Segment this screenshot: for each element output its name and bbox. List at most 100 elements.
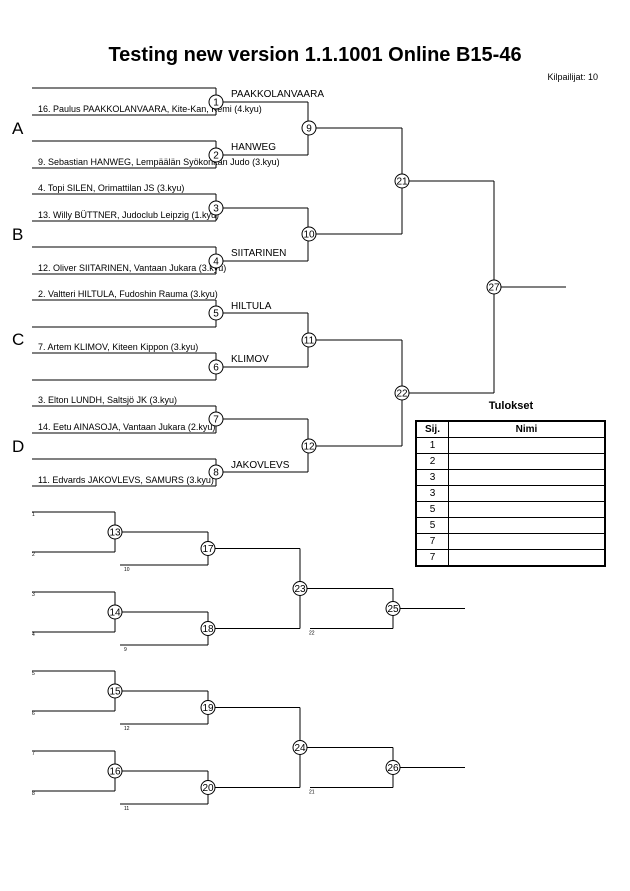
results-row: 1: [415, 437, 606, 454]
match-circle: [200, 780, 216, 795]
match-number: 7: [213, 415, 219, 426]
repechage-seed-label: 7: [32, 751, 35, 757]
match-number: 20: [202, 783, 214, 794]
match-circle: [107, 763, 123, 779]
competitor-name: 7. Artem KLIMOV, Kiteen Kippon (3.kyu): [38, 342, 198, 352]
winner-name: SIITARINEN: [231, 248, 286, 259]
result-rank: 2: [415, 453, 449, 470]
results-row: 3: [415, 485, 606, 502]
repechage-seed-label: 8: [32, 791, 35, 797]
competitor-name: 13. Willy BÜTTNER, Judoclub Leipzig (1.k…: [38, 210, 219, 220]
match-circle: [107, 524, 123, 540]
competitor-name: 3. Elton LUNDH, Saltsjö JK (3.kyu): [38, 395, 177, 405]
match-circle: [208, 94, 224, 110]
match-number: 4: [213, 257, 219, 268]
repechage-seed-label: 1: [32, 512, 35, 518]
pool-label-d: D: [12, 437, 24, 456]
pool-label-b: B: [12, 225, 23, 244]
match-number: 12: [303, 442, 315, 453]
match-number: 2: [213, 151, 219, 162]
match-circle: [292, 581, 308, 596]
match-circle: [107, 683, 123, 699]
match-number: 1: [213, 98, 219, 109]
result-rank: 5: [415, 501, 449, 518]
pool-label-a: A: [12, 119, 24, 138]
results-row: 3: [415, 469, 606, 486]
winner-name: PAAKKOLANVAARA: [231, 89, 324, 100]
match-number: 10: [303, 230, 315, 241]
match-circle: [208, 411, 224, 427]
match-circle: [486, 279, 502, 295]
match-number: 25: [387, 604, 399, 615]
match-circle: [394, 385, 410, 401]
results-header-row: Sij. Nimi: [415, 420, 606, 438]
repechage-seed-label: 12: [124, 726, 130, 732]
match-number: 11: [304, 336, 315, 347]
match-circle: [301, 332, 317, 348]
match-circle: [200, 541, 216, 556]
match-circle: [208, 253, 224, 269]
match-number: 8: [213, 468, 219, 479]
match-number: 14: [109, 608, 121, 619]
results-table: Sij. Nimi 1 2 3 3 5 5 7 7: [415, 420, 606, 567]
repechage-seed-label: 10: [124, 567, 130, 573]
match-circle: [208, 200, 224, 216]
result-name: [448, 437, 606, 454]
match-number: 6: [213, 363, 219, 374]
match-number: 16: [109, 767, 121, 778]
page-title: Testing new version 1.1.1001 Online B15-…: [108, 44, 522, 66]
result-rank: 5: [415, 517, 449, 534]
match-number: 9: [306, 124, 312, 135]
winner-name: JAKOVLEVS: [231, 460, 290, 471]
results-row: 5: [415, 501, 606, 518]
match-number: 23: [294, 584, 306, 595]
result-name: [448, 453, 606, 470]
result-name: [448, 485, 606, 502]
competitor-name: 16. Paulus PAAKKOLANVAARA, Kite-Kan, Kem…: [38, 104, 262, 114]
match-number: 17: [202, 544, 214, 555]
result-rank: 3: [415, 469, 449, 486]
match-circle: [301, 226, 317, 242]
competitor-name: 12. Oliver SIITARINEN, Vantaan Jukara (3…: [38, 263, 226, 273]
match-circle: [301, 120, 317, 136]
match-circle: [385, 760, 401, 775]
results-col-name: Nimi: [448, 420, 606, 438]
repechage-seed-label: 2: [32, 552, 35, 558]
competitor-name: 11. Edvards JAKOVLEVS, SAMURS (3.kyu): [38, 475, 214, 485]
results-row: 7: [415, 549, 606, 567]
result-name: [448, 501, 606, 518]
match-circle: [208, 464, 224, 480]
repechage-seed-label: 22: [309, 631, 315, 637]
match-circle: [200, 700, 216, 715]
winner-name: HANWEG: [231, 142, 276, 153]
match-number: 22: [396, 389, 408, 400]
result-name: [448, 469, 606, 486]
results-col-rank: Sij.: [415, 420, 449, 438]
result-name: [448, 517, 606, 534]
repechage-seed-label: 6: [32, 711, 35, 717]
repechage-seed-label: 9: [124, 647, 127, 653]
competitor-name: 9. Sebastian HANWEG, Lempäälän Syökonkan…: [38, 157, 280, 167]
result-rank: 3: [415, 485, 449, 502]
repechage-seed-label: 3: [32, 592, 35, 598]
result-rank: 1: [415, 437, 449, 454]
competitor-name: 14. Eetu AINASOJA, Vantaan Jukara (2.kyu…: [38, 422, 215, 432]
results-row: 2: [415, 453, 606, 470]
match-circle: [208, 359, 224, 375]
repechage-seed-label: 21: [309, 790, 315, 796]
match-circle: [208, 305, 224, 321]
results-row: 7: [415, 533, 606, 550]
match-circle: [385, 601, 401, 616]
match-number: 26: [387, 763, 399, 774]
match-number: 18: [202, 624, 214, 635]
match-number: 27: [488, 283, 500, 294]
match-number: 21: [396, 177, 408, 188]
result-name: [448, 533, 606, 550]
match-number: 24: [294, 743, 306, 754]
result-rank: 7: [415, 549, 449, 567]
match-number: 5: [213, 309, 219, 320]
results-title: Tulokset: [488, 400, 534, 412]
winner-name: KLIMOV: [231, 354, 269, 365]
result-rank: 7: [415, 533, 449, 550]
